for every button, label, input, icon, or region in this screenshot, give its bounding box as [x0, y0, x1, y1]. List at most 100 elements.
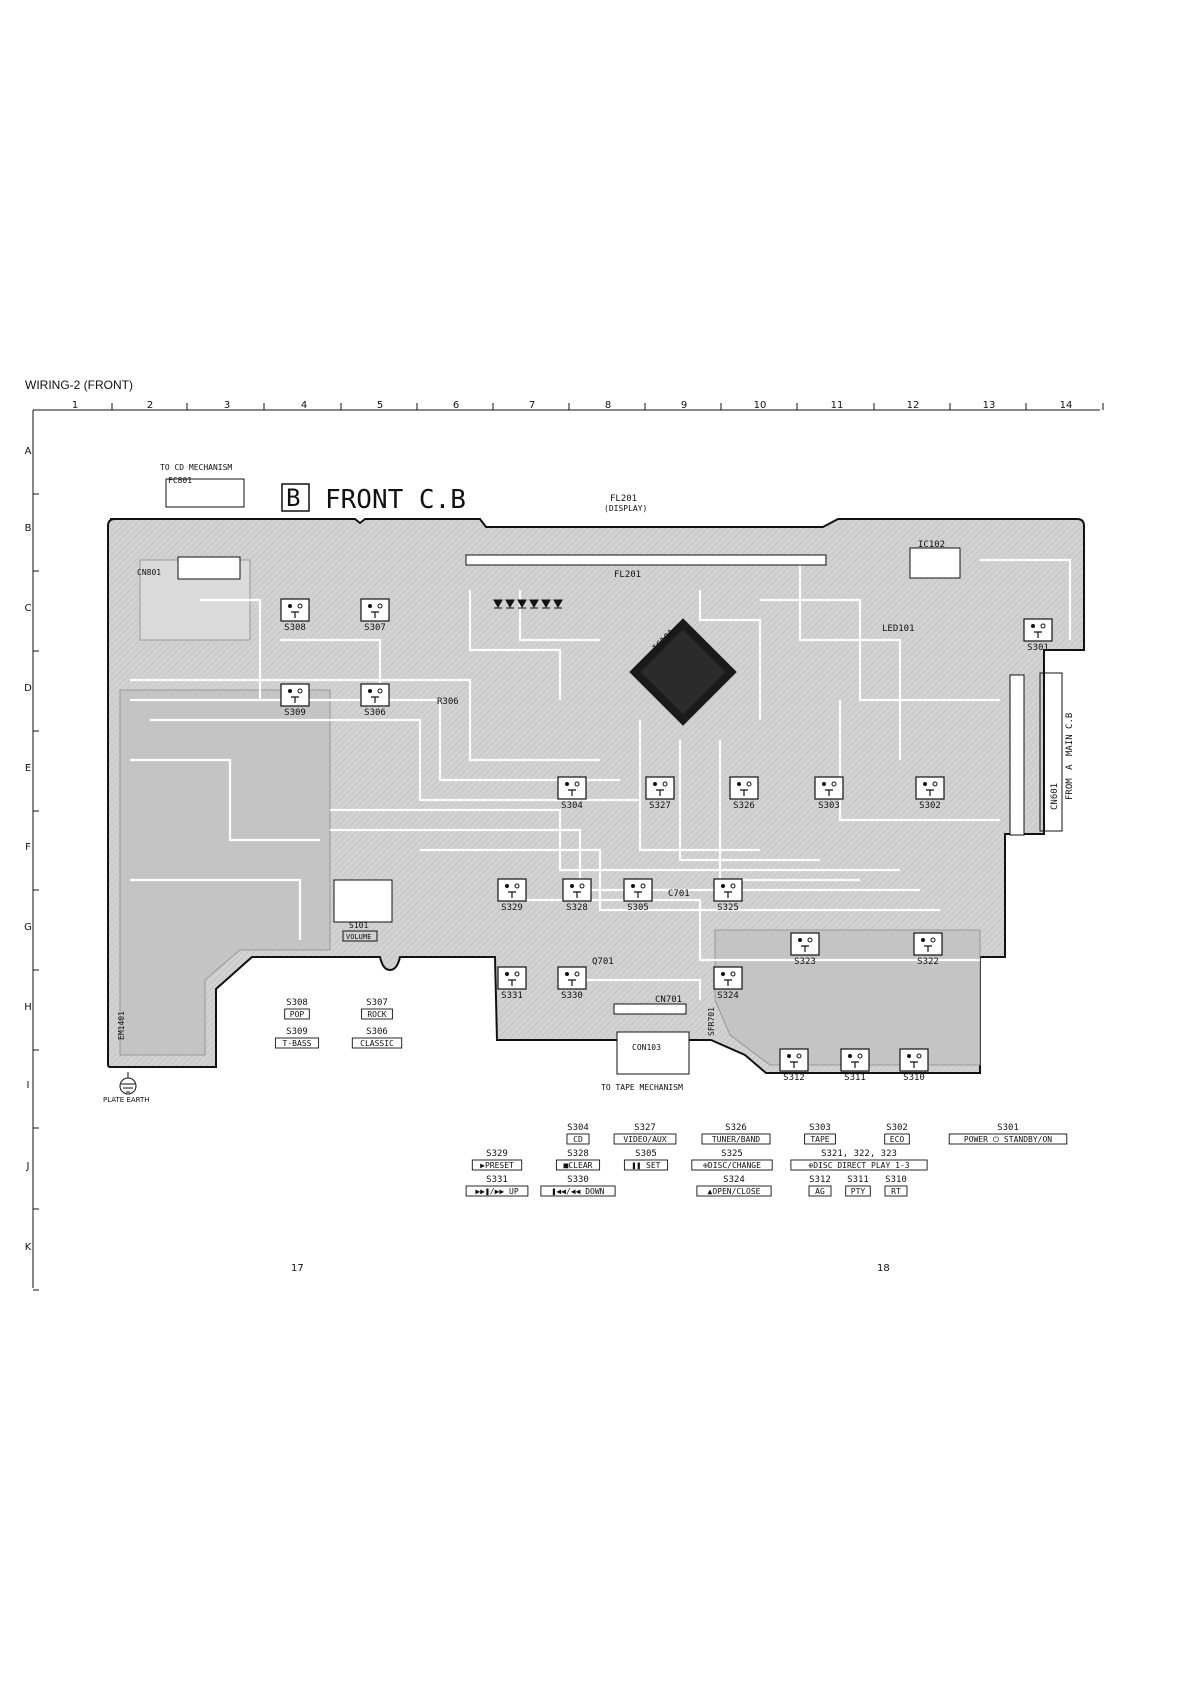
legend-s331: S331▶▶❚/▶▶ UP [465, 1175, 529, 1197]
svg-text:S301: S301 [997, 1123, 1019, 1133]
svg-text:▶▶❚/▶▶ UP: ▶▶❚/▶▶ UP [475, 1187, 519, 1196]
svg-text:VIDEO/AUX: VIDEO/AUX [623, 1135, 667, 1144]
column-label: 12 [907, 400, 920, 411]
svg-text:S328: S328 [567, 1149, 589, 1159]
fl201-inner-label: FL201 [614, 570, 641, 580]
svg-text:S304: S304 [567, 1123, 589, 1133]
switch-s326: S326 [729, 776, 759, 811]
svg-text:POP: POP [290, 1010, 305, 1019]
svg-text:S305: S305 [635, 1149, 657, 1159]
page-number-right: 18 [877, 1263, 890, 1274]
svg-text:PTY: PTY [851, 1187, 866, 1196]
svg-text:S308: S308 [284, 623, 306, 633]
legend-s324: S324▲OPEN/CLOSE [696, 1175, 772, 1197]
svg-text:■CLEAR: ■CLEAR [564, 1161, 593, 1170]
switch-s307: S307 [360, 598, 390, 633]
to-cd-label: TO CD MECHANISM [160, 463, 232, 472]
svg-text:S325: S325 [717, 903, 739, 913]
con103-label: CON103 [632, 1043, 661, 1052]
switch-s331: S331 [497, 966, 527, 1001]
column-label: 4 [301, 400, 307, 411]
em1401-label: EM1401 [117, 1011, 126, 1040]
column-label: 10 [754, 400, 767, 411]
svg-text:S322: S322 [917, 957, 939, 967]
svg-text:S302: S302 [886, 1123, 908, 1133]
row-label: D [24, 683, 32, 694]
legend-s321-322-323: S321, 322, 323⊕DISC DIRECT PLAY 1-3 [790, 1149, 928, 1171]
svg-text:ECO: ECO [890, 1135, 905, 1144]
svg-text:POWER ⏻ STANDBY/ON: POWER ⏻ STANDBY/ON [964, 1135, 1052, 1144]
row-label: A [25, 446, 32, 457]
column-label: 11 [831, 400, 844, 411]
c701-label: C701 [668, 889, 690, 899]
svg-text:S311: S311 [847, 1175, 869, 1185]
board-labels: B FRONT C.B TO CD MECHANISM FC801 FL201 … [103, 463, 1075, 1104]
svg-text:❚❚ SET: ❚❚ SET [632, 1161, 661, 1170]
svg-text:S331: S331 [501, 991, 523, 1001]
legend-s330: S330❚◀◀/◀◀ DOWN [540, 1175, 616, 1197]
row-label: K [25, 1242, 32, 1253]
svg-text:S326: S326 [725, 1123, 747, 1133]
row-label: C [25, 603, 32, 614]
page-number-left: 17 [291, 1263, 304, 1274]
r306-label: R306 [437, 697, 459, 707]
svg-text:S329: S329 [501, 903, 523, 913]
display-label: (DISPLAY) [604, 504, 647, 513]
column-label: 5 [377, 400, 383, 411]
switch-s303: S303 [814, 776, 844, 811]
switch-s322: S322 [913, 932, 943, 967]
volume-label: VOLUME [346, 933, 371, 941]
svg-text:S302: S302 [919, 801, 941, 811]
svg-text:❚◀◀/◀◀ DOWN: ❚◀◀/◀◀ DOWN [552, 1187, 605, 1196]
svg-text:S310: S310 [885, 1175, 907, 1185]
board-letter: B [286, 484, 300, 512]
legend-s305: S305 ❚❚ SET [623, 1149, 669, 1171]
svg-text:CD: CD [573, 1135, 583, 1144]
switch-s323: S323 [790, 932, 820, 967]
svg-text:RT: RT [891, 1187, 901, 1196]
switch-s330: S330 [557, 966, 587, 1001]
fl201-label: FL201 [610, 494, 637, 504]
svg-text:▶PRESET: ▶PRESET [480, 1161, 514, 1170]
column-label: 3 [224, 400, 230, 411]
ic102-label: IC102 [918, 540, 945, 550]
svg-text:S321, 322, 323: S321, 322, 323 [821, 1149, 897, 1159]
grid-frame [32, 409, 1100, 1288]
svg-text:S304: S304 [561, 801, 583, 811]
to-tape-label: TO TAPE MECHANISM [601, 1083, 683, 1092]
row-label: J [26, 1161, 30, 1172]
svg-text:S301: S301 [1027, 643, 1049, 653]
switch-s325: S325 [713, 878, 743, 913]
column-label: 1 [72, 400, 78, 411]
switch-s302: S302 [915, 776, 945, 811]
switch-s305: S305 [623, 878, 653, 913]
svg-text:▲OPEN/CLOSE: ▲OPEN/CLOSE [708, 1187, 761, 1196]
row-label: B [25, 523, 32, 534]
svg-text:S312: S312 [809, 1175, 831, 1185]
column-label: 14 [1060, 400, 1073, 411]
diode-row [493, 599, 563, 609]
sfr701-label: SFR701 [707, 1007, 716, 1036]
svg-text:S312: S312 [783, 1073, 805, 1083]
svg-text:S306: S306 [364, 708, 386, 718]
legend-s325: S325⊕DISC/CHANGE [691, 1149, 773, 1171]
switch-s311: S311 [840, 1048, 870, 1083]
switch-s306: S306 [360, 683, 390, 718]
q701-label: Q701 [592, 957, 614, 967]
switch-s328: S328 [562, 878, 592, 913]
svg-text:S307: S307 [364, 623, 386, 633]
svg-text:S303: S303 [818, 801, 840, 811]
row-label: G [24, 922, 32, 933]
ic102-chip [909, 547, 961, 579]
svg-text:S323: S323 [794, 957, 816, 967]
